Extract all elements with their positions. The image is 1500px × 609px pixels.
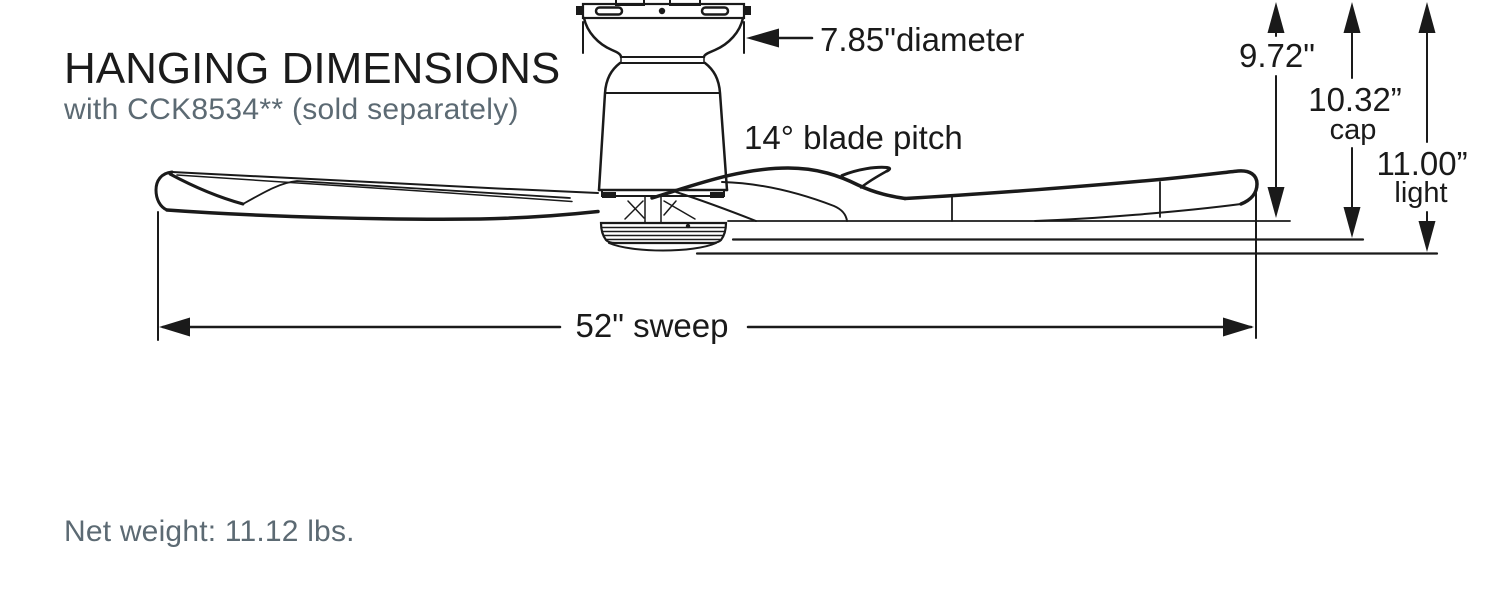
cap-dimension-label: 10.32” [1308, 81, 1402, 118]
dimension-cap [1343, 2, 1361, 238]
page-title: HANGING DIMENSIONS [64, 44, 561, 93]
page-subtitle: with CCK8534** (sold separately) [64, 93, 519, 126]
drop-dimension-label: 9.72" [1239, 37, 1315, 74]
fan-canopy [576, 0, 751, 20]
blade-left [154, 170, 600, 221]
dimension-drop [1267, 2, 1285, 218]
blade-center [650, 165, 907, 222]
blade-iron-struts [624, 196, 696, 223]
dimension-sweep [157, 191, 1257, 341]
dimension-diameter [582, 21, 814, 54]
dimension-light [1418, 2, 1436, 252]
blade-pitch-label: 14° blade pitch [744, 119, 963, 156]
light-dimension-word: light [1394, 177, 1448, 209]
diameter-label: 7.85"diameter [820, 21, 1025, 58]
light-dimension-label: 11.00” [1376, 145, 1468, 182]
fan-motor-body [582, 16, 745, 198]
cap-dimension-word: cap [1329, 114, 1377, 146]
light-kit [599, 221, 728, 252]
blade-right [903, 169, 1259, 222]
net-weight-label: Net weight: 11.12 lbs. [64, 515, 355, 548]
reference-lines [695, 220, 1439, 255]
sweep-dimension-label: 52" sweep [575, 307, 729, 344]
